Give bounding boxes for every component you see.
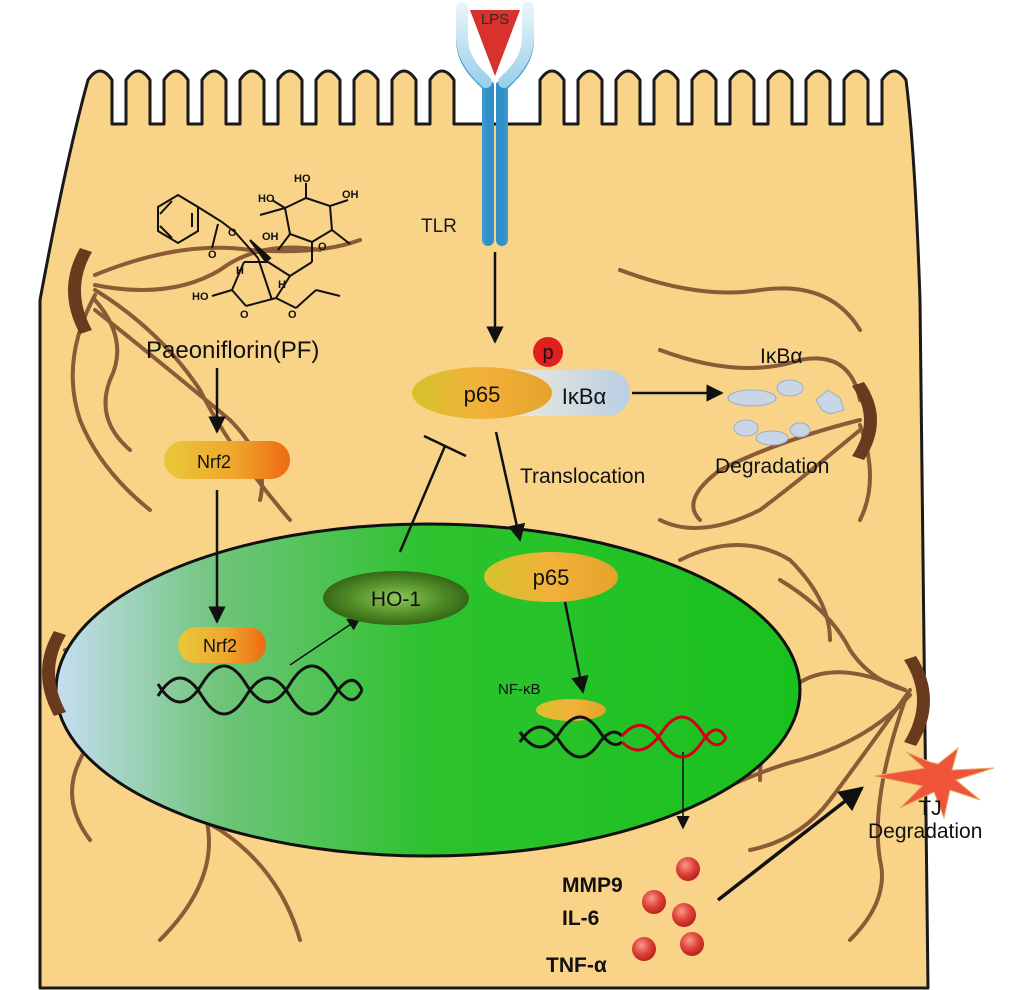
ho1-label: HO-1 xyxy=(371,588,421,611)
atom-o-e: O xyxy=(288,309,297,321)
p65-cytoplasm-label: p65 xyxy=(464,382,501,407)
tj-degradation-star xyxy=(873,746,995,820)
tj-label: TJ xyxy=(918,797,941,820)
atom-oh-b: OH xyxy=(262,231,279,243)
paeoniflorin-label: Paeoniflorin(PF) xyxy=(146,337,319,364)
pathway-arrows xyxy=(208,252,864,902)
cytokine-ball xyxy=(632,937,656,961)
junction-right-lower xyxy=(904,656,930,746)
translocation-label: Translocation xyxy=(520,465,645,488)
ikba-fragments xyxy=(727,379,845,446)
nrf2-cytoplasm xyxy=(164,441,290,479)
atom-o-c: O xyxy=(318,241,327,253)
nrf2-nucleus-label: Nrf2 xyxy=(203,636,237,656)
dna-helix-left xyxy=(156,664,364,716)
ikba-degradation-label: Degradation xyxy=(715,455,829,478)
nrf2-nucleus xyxy=(178,627,266,663)
inhibition-ho1-to-p65 xyxy=(398,434,467,553)
tlr-label: TLR xyxy=(421,216,457,237)
atom-o-b: O xyxy=(228,227,237,239)
p65-cytoplasm xyxy=(412,367,552,419)
paeoniflorin-structure xyxy=(157,183,351,309)
junction-left-upper xyxy=(68,248,92,334)
lps-triangle xyxy=(470,10,520,76)
lps-label: LPS xyxy=(481,11,509,28)
nfkb-label: NF-κB xyxy=(498,681,541,698)
atom-oh-a: OH xyxy=(342,189,359,201)
junction-left-lower xyxy=(42,631,66,716)
cytokine-balls xyxy=(632,857,704,961)
paeoniflorin-atom-labels: HO HO OH OH O O O O O H H HO xyxy=(192,173,359,321)
atom-o-a: O xyxy=(208,249,217,261)
mmp9-label: MMP9 xyxy=(562,874,623,897)
atom-h-b: H xyxy=(278,279,286,291)
cytokine-ball xyxy=(680,932,704,956)
cytokine-ball xyxy=(642,890,666,914)
dna-helix-right xyxy=(518,715,728,759)
arrow-cytokines-to-tj xyxy=(716,786,864,902)
ikba-free-label: IκBα xyxy=(760,345,802,368)
atom-ho-c: HO xyxy=(192,291,209,303)
tlr-receptor xyxy=(456,2,534,246)
atom-ho-b: HO xyxy=(294,173,311,185)
arrow-translocation xyxy=(494,431,526,542)
cytokine-ball xyxy=(676,857,700,881)
nfkb-complex xyxy=(536,699,606,721)
phosphate-badge xyxy=(533,337,563,367)
p65-nucleus xyxy=(484,552,618,602)
p65-nucleus-label: p65 xyxy=(533,565,570,590)
arrow-p65-to-nfkb xyxy=(563,601,589,694)
arrow-nrf2-to-ho1 xyxy=(289,617,362,666)
cytokine-ball xyxy=(672,903,696,927)
atom-o-d: O xyxy=(240,309,249,321)
tight-junctions xyxy=(42,248,930,746)
phosphate-label: p xyxy=(542,342,553,364)
tj-degradation-label: Degradation xyxy=(868,820,982,843)
junction-right-upper xyxy=(852,382,877,460)
atom-h-a: H xyxy=(236,265,244,277)
tnfa-label: TNF-α xyxy=(546,954,607,977)
atom-ho-a: HO xyxy=(258,193,275,205)
ikba-complex-label: IκBα xyxy=(562,384,607,409)
il6-label: IL-6 xyxy=(562,907,599,930)
ho1-protein xyxy=(323,571,469,625)
nrf2-cytoplasm-label: Nrf2 xyxy=(197,452,231,472)
